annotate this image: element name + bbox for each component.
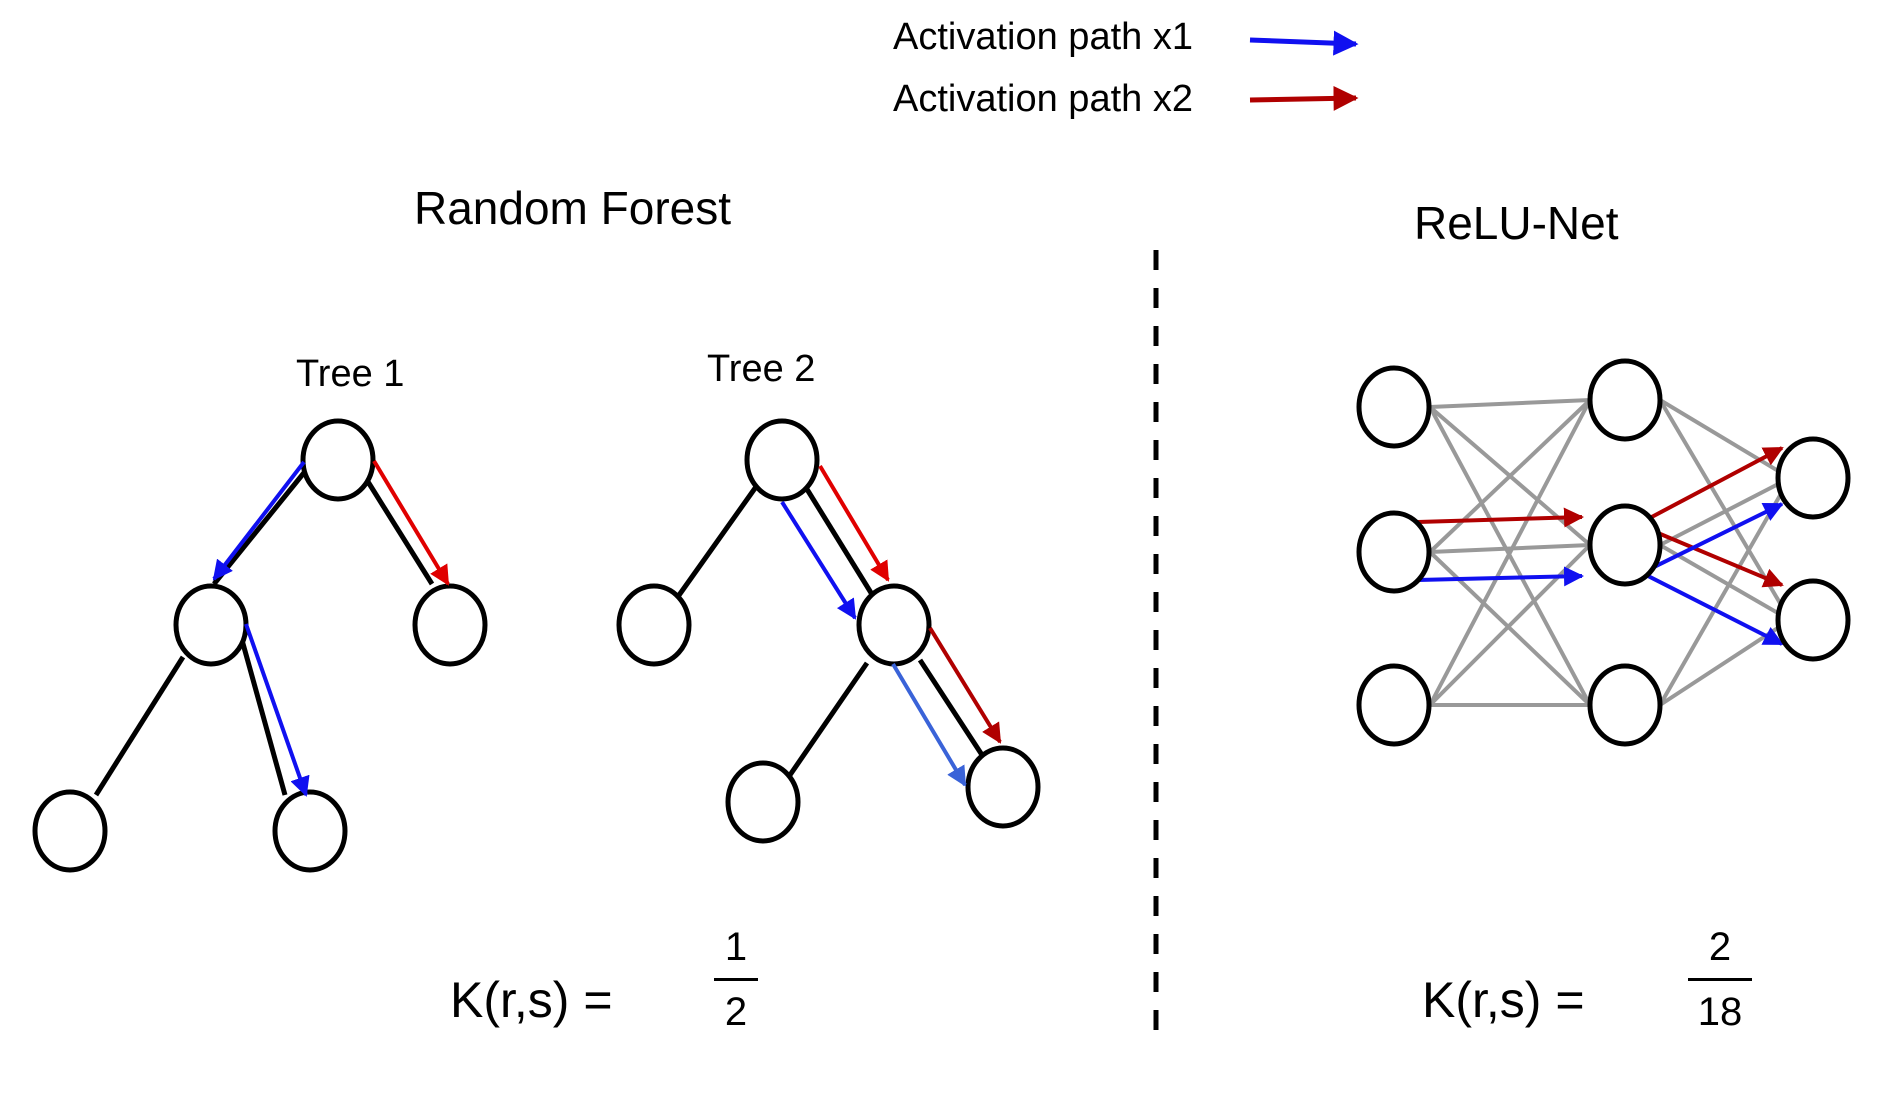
- rf-fraction-bar: [714, 978, 758, 981]
- net-hidden-node-2: [1587, 503, 1663, 587]
- tree1-path-x1-root: [212, 460, 306, 581]
- relu-net-title: ReLU-Net: [1414, 197, 1619, 249]
- tree1-right-node: [412, 583, 488, 667]
- legend-arrow-x1: [1249, 30, 1359, 56]
- legend-arrow-x2: [1249, 85, 1359, 111]
- tree1-left-right-node: [272, 789, 348, 873]
- tree1-root-node: [300, 418, 376, 502]
- tree1-left-left-node: [32, 789, 108, 873]
- rf-kernel-label: K(r,s) =: [450, 972, 613, 1028]
- relu-net-nodes: [1356, 358, 1851, 747]
- net-path-x1-layer2-top: [1647, 502, 1784, 572]
- tree2-root-node: [744, 418, 820, 502]
- tree2-path-x1-root: [780, 500, 857, 620]
- random-forest-title: Random Forest: [414, 182, 732, 234]
- net-path-x1-layer2-bottom: [1647, 574, 1784, 646]
- tree2-left-node: [616, 583, 692, 667]
- tree1-title: Tree 1: [296, 353, 405, 395]
- tree2-right-right-node: [965, 745, 1041, 829]
- net-hidden-node-1: [1587, 358, 1663, 442]
- tree-1: [32, 418, 488, 873]
- tree2-title: Tree 2: [707, 348, 816, 390]
- net-hidden-node-3: [1587, 663, 1663, 747]
- relu-kernel-label: K(r,s) =: [1422, 972, 1585, 1028]
- tree1-path-x1-left: [244, 623, 310, 797]
- tree2-right-left-node: [725, 760, 801, 844]
- relu-fraction-bar: [1688, 978, 1752, 981]
- net-output-node-2: [1775, 578, 1851, 662]
- relu-kernel-denominator: 18: [1697, 990, 1743, 1034]
- tree-2-paths: [780, 464, 1002, 787]
- legend-label-x1: Activation path x1: [893, 16, 1193, 58]
- tree-1-paths: [212, 459, 450, 797]
- net-path-x2-layer1: [1417, 507, 1584, 528]
- net-output-node-1: [1775, 436, 1851, 520]
- relu-net-paths: [1417, 446, 1784, 646]
- tree2-path-x2-root: [818, 464, 890, 582]
- tree2-path-x2-right: [928, 626, 1002, 744]
- net-path-x2-layer2-top: [1645, 446, 1784, 522]
- tree-2: [616, 418, 1041, 844]
- tree1-left-node: [173, 583, 249, 667]
- net-path-x2-layer2-bottom: [1645, 526, 1784, 588]
- tree2-right-node: [856, 583, 932, 667]
- net-input-node-3: [1356, 663, 1432, 747]
- rf-kernel-denominator: 2: [724, 990, 748, 1034]
- legend-arrows: [1249, 30, 1359, 111]
- net-path-x1-layer1: [1417, 566, 1584, 587]
- tree2-path-x1-right: [891, 662, 967, 787]
- relu-net: [1356, 358, 1851, 747]
- net-input-node-1: [1356, 365, 1432, 449]
- net-input-node-2: [1356, 510, 1432, 594]
- rf-kernel-numerator: 1: [724, 925, 748, 969]
- relu-kernel-numerator: 2: [1708, 925, 1732, 969]
- tree1-path-x2-root: [372, 459, 450, 586]
- legend-label-x2: Activation path x2: [893, 78, 1193, 120]
